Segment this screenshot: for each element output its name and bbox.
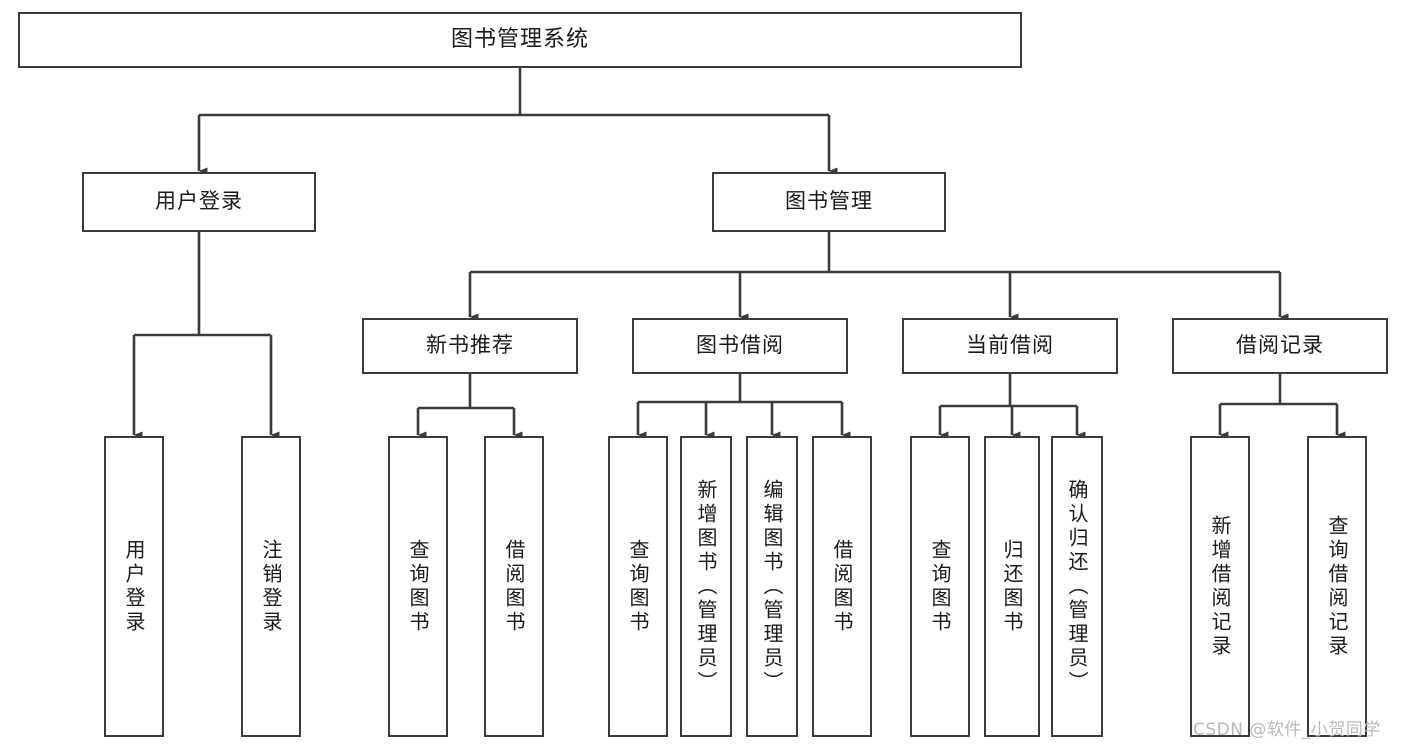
leaf-borrow-query-book[interactable]: 查询图书	[608, 436, 668, 737]
leaf-borrow-loan-book[interactable]: 借阅图书	[812, 436, 872, 737]
node-label: 编辑图书（管理员）	[760, 478, 784, 695]
node-borrow-record[interactable]: 借阅记录	[1172, 318, 1388, 374]
leaf-borrow-edit-book[interactable]: 编辑图书（管理员）	[746, 436, 798, 737]
node-label: 图书管理系统	[450, 26, 589, 52]
node-book-manage[interactable]: 图书管理	[712, 172, 946, 232]
watermark: CSDN @软件_小贺同学	[1193, 720, 1381, 740]
node-label: 归还图书	[1000, 538, 1024, 635]
leaf-user-login[interactable]: 用户登录	[104, 436, 164, 737]
node-label: 用户登录	[122, 538, 146, 635]
leaf-rec-borrow-book[interactable]: 借阅图书	[484, 436, 544, 737]
node-label: 新增图书（管理员）	[694, 478, 718, 695]
node-label: 查询图书	[928, 538, 952, 635]
node-label: 图书管理	[785, 189, 873, 214]
leaf-rec-add-record[interactable]: 新增借阅记录	[1190, 436, 1250, 737]
node-new-book-rec[interactable]: 新书推荐	[362, 318, 578, 374]
node-label: 新书推荐	[426, 333, 514, 358]
node-label: 新增借阅记录	[1208, 514, 1232, 659]
leaf-borrow-add-book[interactable]: 新增图书（管理员）	[680, 436, 732, 737]
node-label: 借阅图书	[502, 538, 526, 635]
node-label: 确认归还（管理员）	[1065, 478, 1089, 695]
node-label: 查询图书	[626, 538, 650, 635]
leaf-rec-query-record[interactable]: 查询借阅记录	[1307, 436, 1367, 737]
node-label: 查询图书	[406, 538, 430, 635]
node-label: 注销登录	[259, 538, 283, 635]
node-label: 图书借阅	[696, 333, 784, 358]
leaf-rec-query-book[interactable]: 查询图书	[388, 436, 448, 737]
leaf-cur-query-book[interactable]: 查询图书	[910, 436, 970, 737]
leaf-user-logout[interactable]: 注销登录	[241, 436, 301, 737]
node-label: 借阅图书	[830, 538, 854, 635]
node-label: 借阅记录	[1236, 333, 1324, 358]
node-label: 查询借阅记录	[1325, 514, 1349, 659]
node-root[interactable]: 图书管理系统	[18, 12, 1022, 68]
node-label: 用户登录	[155, 189, 243, 214]
leaf-cur-confirm-return[interactable]: 确认归还（管理员）	[1051, 436, 1103, 737]
leaf-cur-return-book[interactable]: 归还图书	[984, 436, 1040, 737]
node-user-login[interactable]: 用户登录	[82, 172, 316, 232]
node-book-borrow[interactable]: 图书借阅	[632, 318, 848, 374]
node-label: 当前借阅	[966, 333, 1054, 358]
node-current-borrow[interactable]: 当前借阅	[902, 318, 1118, 374]
